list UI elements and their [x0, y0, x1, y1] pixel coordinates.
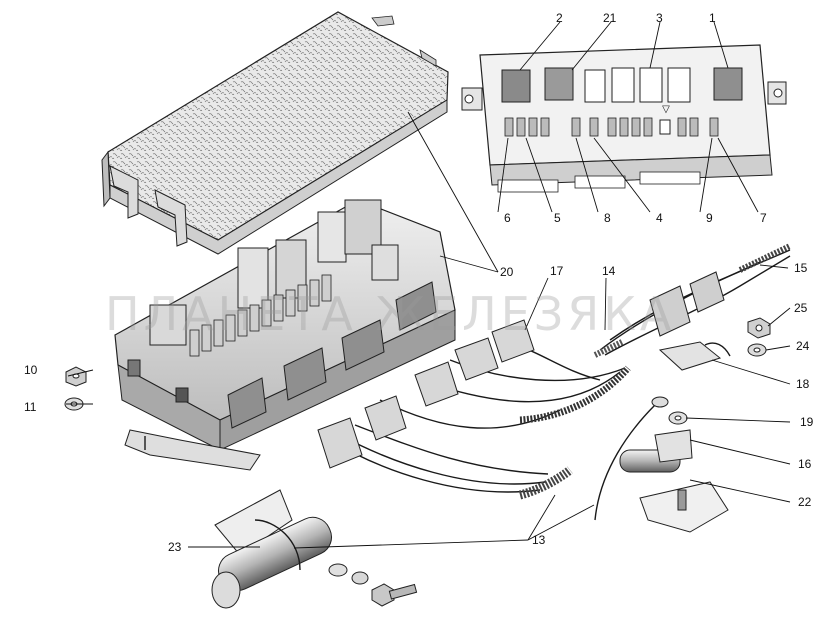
fuse-box-cover [101, 11, 449, 255]
callout-25: 25 [794, 301, 808, 315]
spring-washer-24 [747, 343, 767, 357]
callout-10: 10 [24, 363, 38, 377]
panel-relay-slots [501, 67, 743, 103]
fuse-row [189, 274, 332, 357]
callout-22: 22 [798, 495, 812, 509]
watermark: ПЛАНЕТА ЖЕЛЕЗЯКА [105, 287, 675, 341]
callout-19: 19 [800, 415, 814, 429]
callout-13: 13 [532, 533, 546, 547]
callout-1: 1 [709, 11, 716, 25]
leader-lines [66, 21, 791, 549]
callout-11: 11 [24, 400, 37, 414]
callout-5: 5 [554, 211, 561, 225]
callout-9: 9 [706, 211, 713, 225]
bolt-washer-set [328, 563, 418, 607]
wiring-harness [317, 243, 792, 500]
callout-7: 7 [760, 211, 767, 225]
callout-17: 17 [550, 264, 564, 278]
mounting-bracket-18 [658, 341, 731, 371]
fuse-block-body [114, 199, 456, 471]
callout-14: 14 [602, 264, 616, 278]
panel-fuse-slots [504, 117, 719, 137]
nut-10 [65, 366, 87, 387]
callout-15: 15 [794, 261, 808, 275]
callout-24: 24 [796, 339, 810, 353]
callout-6: 6 [504, 211, 511, 225]
fuse-panel-top-view: ▽ [461, 44, 787, 193]
nut-25 [747, 317, 771, 339]
washer-19 [668, 411, 688, 425]
panel-triangle-mark: ▽ [662, 104, 670, 115]
clamp-23 [211, 489, 332, 609]
callout-4: 4 [656, 211, 663, 225]
callout-8: 8 [604, 211, 611, 225]
callout-16: 16 [798, 457, 812, 471]
callout-3: 3 [656, 11, 663, 25]
clamp-16 [619, 429, 693, 473]
bracket-22 [639, 481, 729, 533]
socket-row [227, 281, 437, 429]
callout-labels: 2 21 3 1 6 5 8 4 9 7 10 11 20 17 14 15 2… [24, 11, 814, 554]
ground-wire [594, 396, 669, 521]
callout-20: 20 [500, 265, 514, 279]
callout-2: 2 [556, 11, 563, 25]
callout-21: 21 [603, 11, 617, 25]
callout-18: 18 [796, 377, 810, 391]
callout-23: 23 [168, 540, 182, 554]
